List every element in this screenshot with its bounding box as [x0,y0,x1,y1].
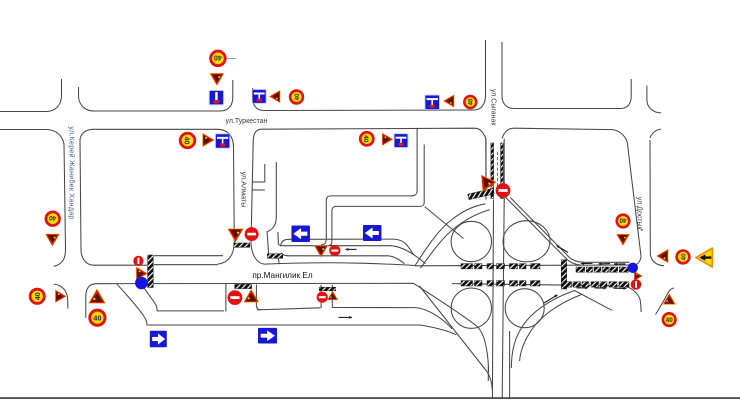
svg-text:40: 40 [214,54,222,62]
svg-text:40: 40 [362,135,369,143]
svg-text:40: 40 [93,314,101,323]
svg-text:40: 40 [619,217,627,224]
svg-text:ул.Туркестан: ул.Туркестан [226,118,268,125]
svg-text:пр.Мангилик Ел: пр.Мангилик Ел [252,271,312,280]
svg-text:ул.Керей Жанибек Хандар: ул.Керей Жанибек Хандар [68,126,76,219]
svg-text:40: 40 [49,214,57,221]
svg-text:40: 40 [666,317,674,324]
svg-text:ул.Достык: ул.Достык [636,197,643,231]
svg-text:40: 40 [681,253,688,261]
svg-text:40: 40 [469,98,475,105]
svg-text:40: 40 [183,137,191,145]
svg-text:ул.Алматы: ул.Алматы [239,172,248,208]
svg-text:40: 40 [294,93,301,101]
svg-text:*: * [641,229,644,236]
svg-text:40: 40 [35,292,42,300]
svg-text:ул.Сыганак: ул.Сыганак [490,89,497,127]
